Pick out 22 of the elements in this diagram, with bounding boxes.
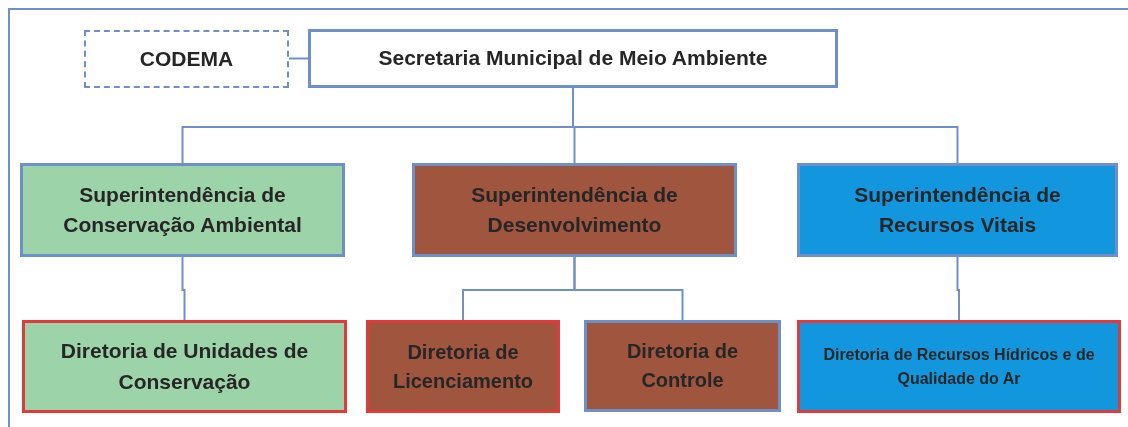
org-box xyxy=(584,320,781,412)
box-label: Secretaria Municipal de Meio Ambiente xyxy=(378,45,768,72)
connector-line xyxy=(956,256,960,321)
org-box xyxy=(366,320,560,413)
dashed-box xyxy=(84,30,289,88)
org-box xyxy=(797,163,1118,257)
box-label: CODEMA xyxy=(139,45,234,72)
org-box xyxy=(412,163,737,257)
connector-line xyxy=(573,256,684,321)
box-label: Diretoria de Unidades de Conservação xyxy=(59,338,310,395)
box-label: Superintendência de Desenvolvimento xyxy=(470,181,679,238)
org-box xyxy=(22,320,347,413)
connector-line xyxy=(181,256,186,321)
box-label: Superintendência de Conservação Ambiental xyxy=(62,181,303,238)
org-box xyxy=(308,29,838,88)
box-label: Diretoria de Recursos Hídricos e de Qualidade do Ar xyxy=(822,345,1096,389)
box-label: Diretoria de Controle xyxy=(625,339,740,393)
connector-line xyxy=(288,57,309,60)
org-box xyxy=(797,320,1121,413)
box-label: Diretoria de Licenciamento xyxy=(391,339,534,394)
box-label: Superintendência de Recursos Vitais xyxy=(853,181,1062,238)
org-box xyxy=(20,163,345,257)
